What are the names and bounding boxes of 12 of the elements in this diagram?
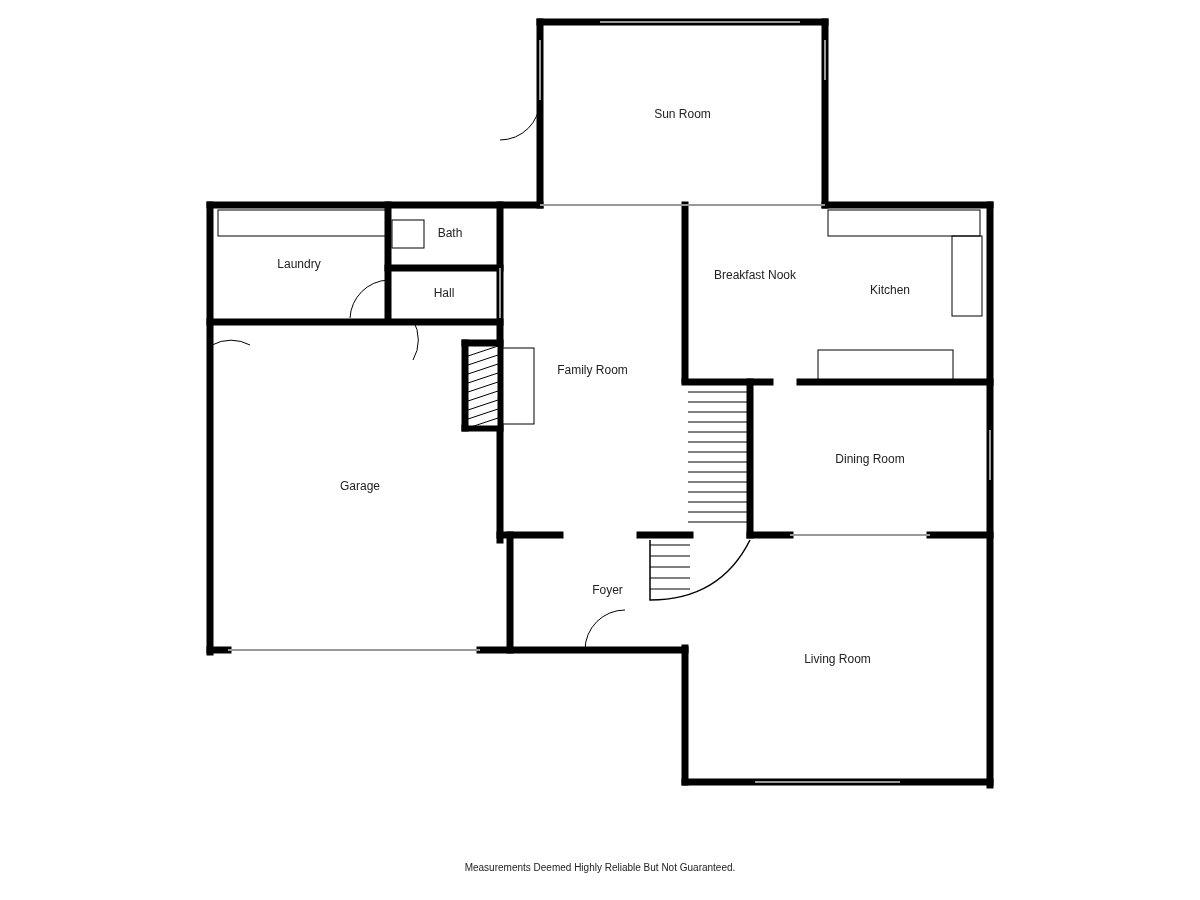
- room-label: Foyer: [592, 583, 623, 597]
- room-label: Garage: [340, 479, 380, 493]
- room-label: Living Room: [804, 651, 871, 666]
- room-label: Dining Room: [835, 451, 905, 466]
- room-label: Hall: [433, 286, 455, 300]
- footer-note: Measurements Deemed Highly Reliable But Not Guaranteed.: [463, 862, 737, 873]
- room-label: Kitchen: [870, 283, 910, 297]
- room-label: Sun Room: [654, 106, 711, 121]
- room-label: Laundry: [277, 256, 321, 271]
- room-label: Breakfast Nook: [713, 268, 796, 282]
- room-label: Bath: [437, 225, 463, 240]
- room-label: Family Room: [557, 363, 628, 377]
